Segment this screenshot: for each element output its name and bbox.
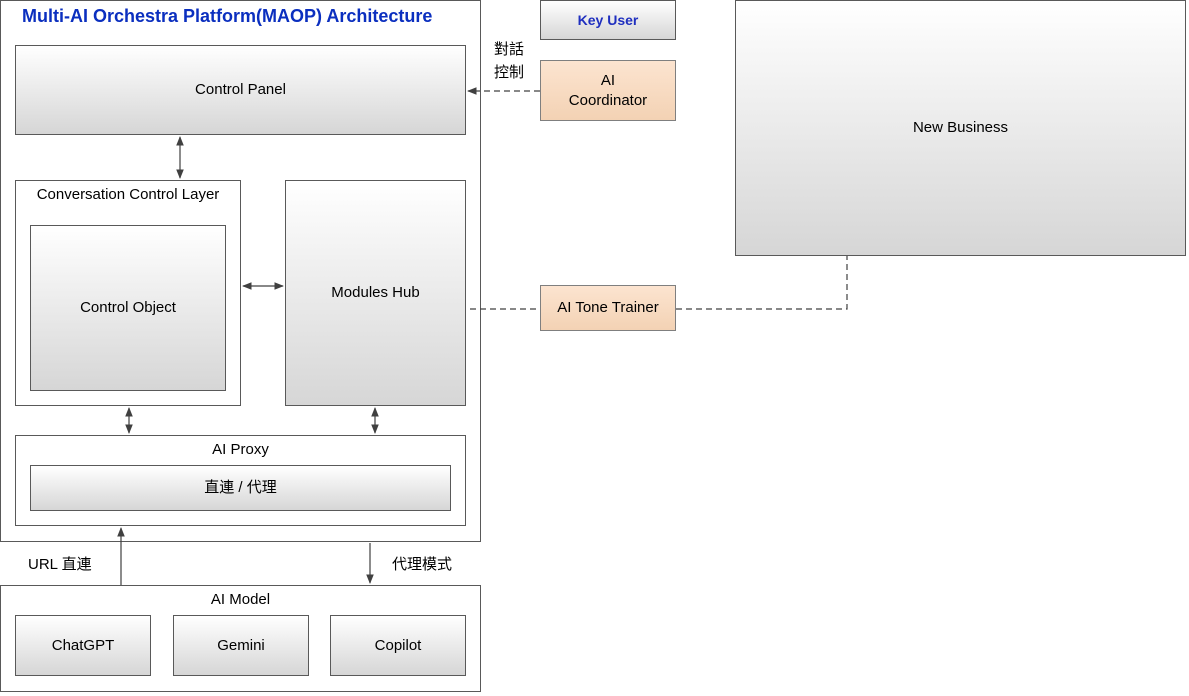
ai-tone-trainer-box: AI Tone Trainer: [540, 285, 676, 331]
page-title: Multi-AI Orchestra Platform(MAOP) Archit…: [22, 6, 433, 26]
connector-trainer-business: [676, 256, 848, 310]
dialog-control-label-1: 對話: [494, 41, 525, 58]
modules-hub-box: Modules Hub: [285, 180, 466, 406]
model-gemini: Gemini: [173, 615, 309, 676]
key-user-box: Key User: [540, 0, 676, 40]
model-chatgpt-label: ChatGPT: [51, 636, 115, 654]
ai-proxy-label: AI Proxy: [212, 441, 269, 458]
control-object-label: Control Object: [80, 299, 176, 316]
proxy-mode-label: 代理模式: [392, 556, 453, 573]
dialog-control-label-2: 控制: [494, 64, 525, 81]
ai-model-label: AI Model: [210, 591, 271, 608]
model-copilot: Copilot: [330, 615, 466, 676]
control-panel-label: Control Panel: [195, 81, 286, 98]
new-business-label: New Business: [912, 119, 1009, 136]
ai-coordinator-label-1: AI: [600, 71, 616, 89]
conversation-control-layer-label: Conversation Control Layer: [36, 186, 220, 203]
ai-coordinator-box: AI Coordinator: [540, 60, 676, 121]
proxy-mode-box-label: 直連 / 代理: [204, 479, 277, 496]
url-direct-label: URL 直連: [28, 556, 92, 573]
model-copilot-label: Copilot: [374, 636, 422, 654]
model-gemini-label: Gemini: [217, 636, 265, 654]
control-panel-box: Control Panel: [15, 45, 466, 135]
proxy-mode-box: 直連 / 代理: [30, 465, 451, 511]
new-business-box: New Business: [735, 0, 1186, 256]
ai-coordinator-label-2: Coordinator: [568, 91, 648, 109]
model-chatgpt: ChatGPT: [15, 615, 151, 676]
key-user-label: Key User: [577, 12, 639, 28]
ai-tone-trainer-label: AI Tone Trainer: [557, 299, 659, 316]
modules-hub-label: Modules Hub: [331, 284, 420, 301]
control-object-box: Control Object: [30, 225, 226, 391]
